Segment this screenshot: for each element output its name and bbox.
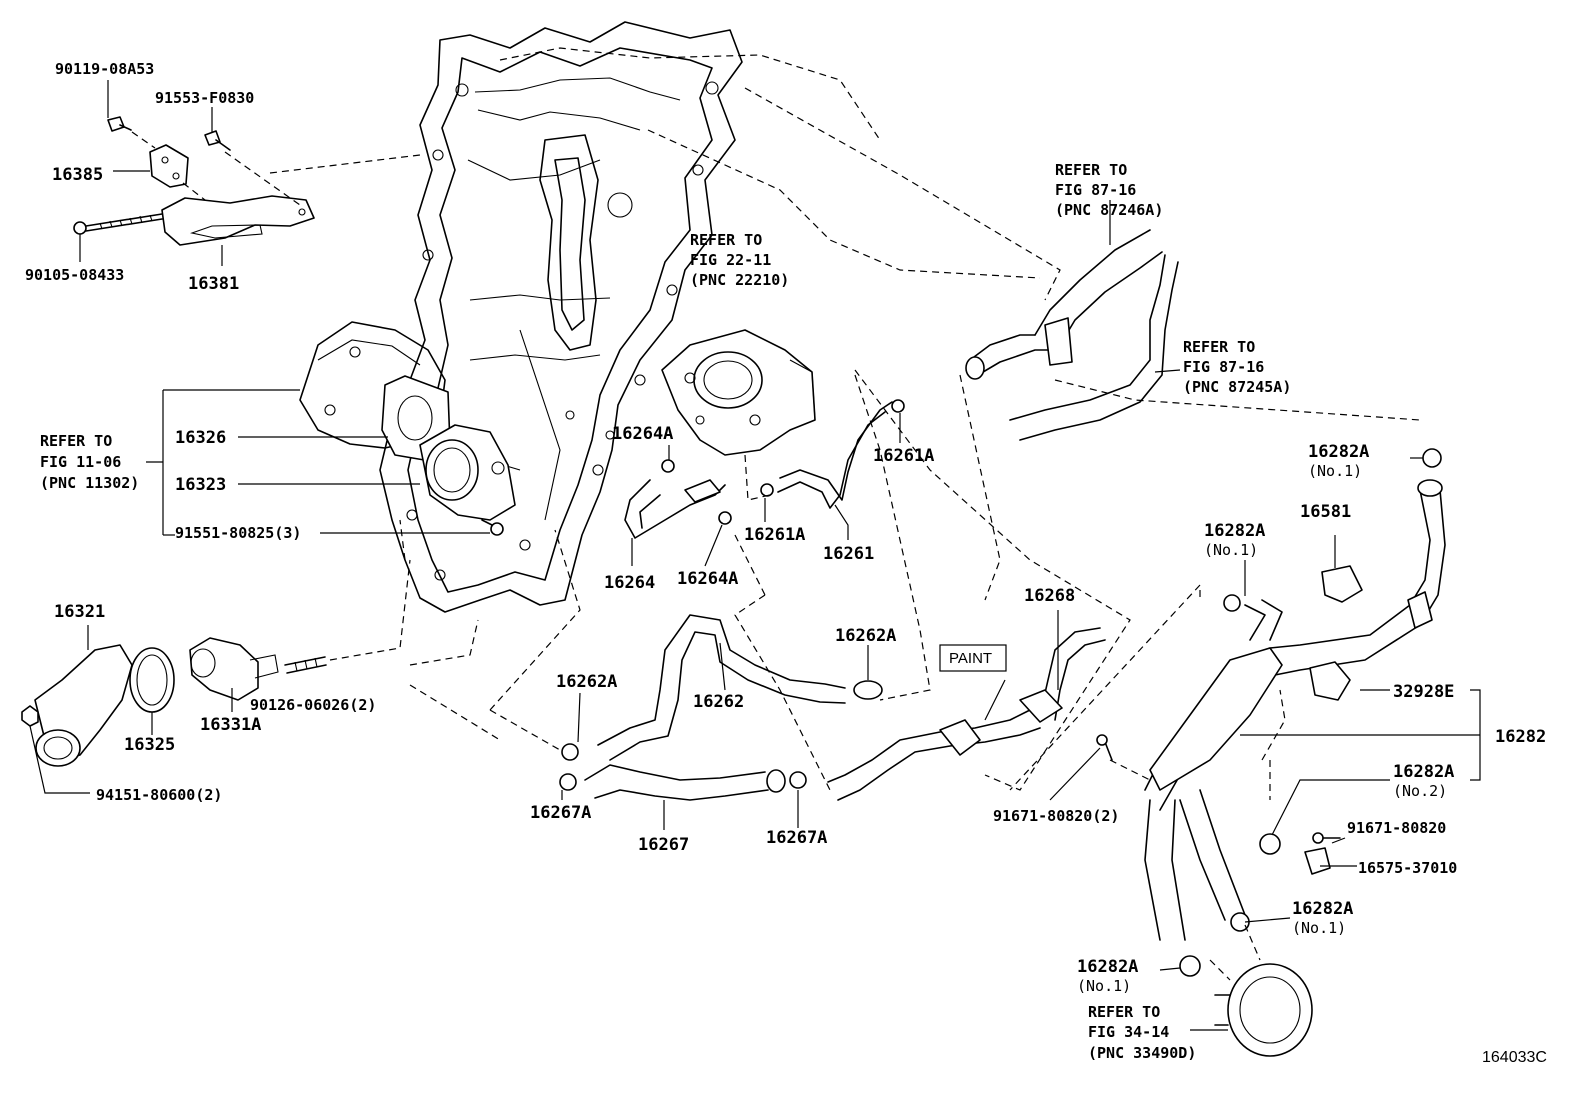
paint-marker: PAINT [939, 644, 1007, 672]
thermostat-group-illustration [21, 375, 516, 767]
svg-text:FIG 87-16: FIG 87-16 [1055, 181, 1136, 199]
hose-16267-illustration [559, 743, 807, 801]
label-16581[interactable]: 16581 [1300, 502, 1351, 522]
label-16261[interactable]: 16261 [823, 544, 874, 564]
label-16262[interactable]: 16262 [693, 692, 744, 712]
label-91551-80825[interactable]: 91551-80825(3) [175, 524, 301, 542]
label-16282a-no1-mid[interactable]: 16282A [1204, 521, 1265, 541]
label-16282a-no2[interactable]: 16282A [1393, 762, 1454, 782]
label-16261a-bottom[interactable]: 16261A [744, 525, 805, 545]
svg-text:REFER TO: REFER TO [690, 231, 762, 249]
label-91553-f0830[interactable]: 91553-F0830 [155, 89, 254, 107]
label-90126-06026[interactable]: 90126-06026(2) [250, 696, 376, 714]
label-16262a-right[interactable]: 16262A [835, 626, 896, 646]
label-16282a-no1-lower-note: (No.1) [1292, 919, 1346, 937]
label-16323[interactable]: 16323 [175, 475, 226, 495]
refer-to-figure-87-16-upper[interactable]: REFER TO FIG 87-16 (PNC 87246A) [1055, 161, 1163, 219]
label-16282a-no1-top-note: (No.1) [1308, 462, 1362, 480]
label-16381[interactable]: 16381 [188, 274, 239, 294]
leader-lines [29, 80, 1481, 1031]
label-90105-08433[interactable]: 90105-08433 [25, 266, 124, 284]
svg-text:REFER TO: REFER TO [1055, 161, 1127, 179]
oil-cooler-hoses-illustration [1096, 448, 1446, 1057]
svg-text:(PNC 87245A): (PNC 87245A) [1183, 378, 1291, 396]
refer-to-figure-87-16-lower[interactable]: REFER TO FIG 87-16 (PNC 87245A) [1183, 338, 1291, 396]
label-16575-37010[interactable]: 16575-37010 [1358, 859, 1457, 877]
label-16264[interactable]: 16264 [604, 573, 655, 593]
label-16267a-left[interactable]: 16267A [530, 803, 591, 823]
label-16331a[interactable]: 16331A [200, 715, 261, 735]
refer-to-figure-34-14[interactable]: REFER TO FIG 34-14 (PNC 33490D) [1088, 1003, 1196, 1062]
label-16261a-top[interactable]: 16261A [873, 446, 934, 466]
label-16282a-no2-note: (No.2) [1393, 782, 1447, 800]
label-16326[interactable]: 16326 [175, 428, 226, 448]
svg-text:FIG 22-11: FIG 22-11 [690, 251, 771, 269]
throttle-body-illustration [661, 329, 816, 456]
diagram-code: 164033C [1482, 1049, 1547, 1066]
label-91671-80820-2[interactable]: 91671-80820(2) [993, 807, 1119, 825]
svg-text:(PNC 87246A): (PNC 87246A) [1055, 201, 1163, 219]
heater-hoses-illustration [965, 229, 1179, 441]
label-94151-80600[interactable]: 94151-80600(2) [96, 786, 222, 804]
label-16325[interactable]: 16325 [124, 735, 175, 755]
label-16282a-no1-mid-note: (No.1) [1204, 541, 1258, 559]
svg-text:(PNC 11302): (PNC 11302) [40, 474, 139, 492]
label-16268[interactable]: 16268 [1024, 586, 1075, 606]
label-16282[interactable]: 16282 [1495, 727, 1546, 747]
hose-16262-illustration [597, 614, 883, 761]
label-16321[interactable]: 16321 [54, 602, 105, 622]
svg-text:REFER TO: REFER TO [40, 432, 112, 450]
label-16282a-no1-top[interactable]: 16282A [1308, 442, 1369, 462]
svg-text:FIG 87-16: FIG 87-16 [1183, 358, 1264, 376]
label-16385[interactable]: 16385 [52, 165, 103, 185]
svg-text:REFER TO: REFER TO [1088, 1003, 1160, 1021]
svg-text:FIG 34-14: FIG 34-14 [1088, 1023, 1169, 1041]
label-16282a-no1-lower[interactable]: 16282A [1292, 899, 1353, 919]
label-16267[interactable]: 16267 [638, 835, 689, 855]
svg-text:(PNC 33490D): (PNC 33490D) [1088, 1044, 1196, 1062]
label-16262a-left[interactable]: 16262A [556, 672, 617, 692]
part-number-labels: 90119-08A53 91553-F0830 16385 90105-0843… [25, 60, 1546, 995]
label-32928e[interactable]: 32928E [1393, 682, 1454, 702]
hose-16268-illustration [827, 627, 1106, 801]
label-16264a-top[interactable]: 16264A [612, 424, 673, 444]
hose-16264-illustration [624, 459, 732, 539]
paint-label: PAINT [949, 650, 992, 667]
svg-text:(PNC 22210): (PNC 22210) [690, 271, 789, 289]
refer-to-figure-22-11[interactable]: REFER TO FIG 22-11 (PNC 22210) [690, 231, 789, 289]
label-16282a-no1-bottom-note: (No.1) [1077, 977, 1131, 995]
svg-text:REFER TO: REFER TO [1183, 338, 1255, 356]
assembly-dashed-lines [409, 47, 1421, 981]
refer-to-figure-11-06[interactable]: REFER TO FIG 11-06 (PNC 11302) [40, 432, 139, 492]
label-16264a-bottom[interactable]: 16264A [677, 569, 738, 589]
timing-cover-illustration [299, 21, 743, 613]
label-16282a-no1-bottom[interactable]: 16282A [1077, 957, 1138, 977]
svg-text:FIG 11-06: FIG 11-06 [40, 453, 121, 471]
bracket-assembly-illustration [73, 116, 421, 246]
label-91671-80820[interactable]: 91671-80820 [1347, 819, 1446, 837]
label-16267a-right[interactable]: 16267A [766, 828, 827, 848]
label-90119-08a53[interactable]: 90119-08A53 [55, 60, 154, 78]
